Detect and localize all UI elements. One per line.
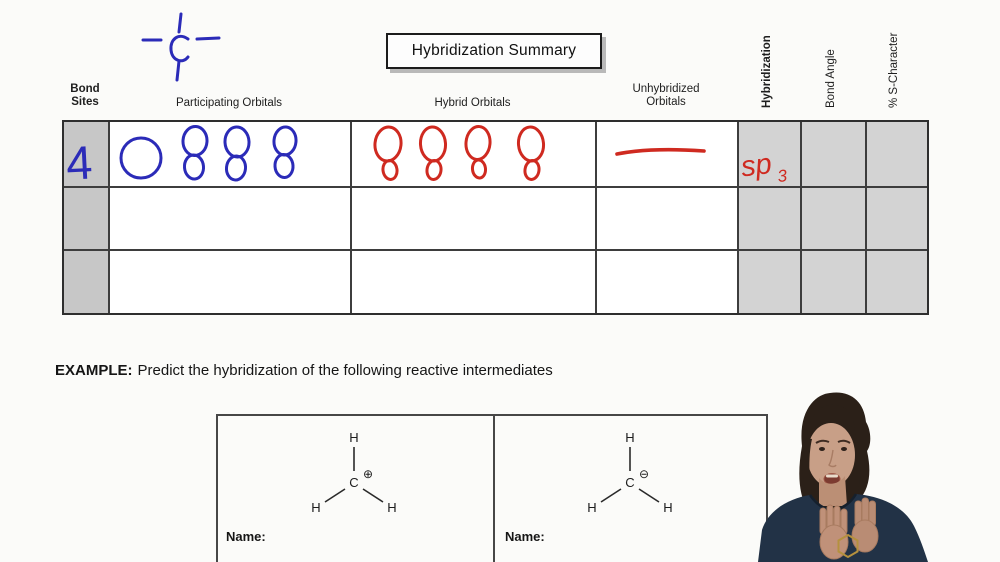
cell-r1-unhybridized <box>597 122 739 188</box>
instructor-eye-right <box>841 447 847 451</box>
atom-h-right: H <box>663 500 672 515</box>
bond-c-h-left <box>600 488 622 503</box>
instructor-hair-left-strand <box>802 438 816 509</box>
cell-r1-s-character <box>867 122 927 188</box>
summary-title: Hybridization Summary <box>411 42 577 59</box>
cell-r1-hybridization <box>739 122 802 188</box>
instructor-face <box>807 423 855 487</box>
hybridization-table <box>62 120 929 315</box>
example-text: Predict the hybridization of the followi… <box>137 362 553 379</box>
cell-r2-s-character <box>867 188 927 251</box>
instructor-hair-fringe <box>807 404 855 435</box>
instructor-brow-left <box>815 439 830 444</box>
header-unhybridized-orbitals: Unhybridized Orbitals <box>632 83 700 108</box>
header-s-character: % S-Character <box>888 32 900 108</box>
cell-r1-hybrid <box>352 122 597 188</box>
cell-r3-unhybridized <box>597 251 739 313</box>
cell-r2-participating <box>110 188 352 251</box>
example-label: EXAMPLE: <box>55 362 133 379</box>
bond-bottom-stroke <box>175 59 181 82</box>
cell-r3-s-character <box>867 251 927 313</box>
summary-title-box: Hybridization Summary <box>386 33 602 69</box>
cell-r3-hybridization <box>739 251 802 313</box>
header-hybridization: Hybridization <box>761 35 773 108</box>
instructor-brow-right <box>837 439 851 444</box>
instructor-hand-right <box>851 497 879 553</box>
cell-r2-bond-sites <box>64 188 110 251</box>
header-hybrid-orbitals: Hybrid Orbitals <box>434 97 511 109</box>
structure-box-cation: H C ⊕ H H <box>216 414 495 562</box>
atom-c-center: C <box>349 475 358 490</box>
carbon-letter-stroke <box>169 34 190 63</box>
plus-charge-icon: ⊕ <box>363 467 373 481</box>
instructor-photo <box>758 392 928 562</box>
instructor-hair-right-strand <box>855 434 865 497</box>
instructor-eye-left <box>819 447 825 451</box>
atom-h-left: H <box>311 500 320 515</box>
methyl-cation-structure: H C ⊕ H H <box>311 430 396 515</box>
atom-h-top: H <box>625 430 634 445</box>
cell-r1-participating <box>110 122 352 188</box>
instructor-teeth <box>826 474 838 478</box>
methyl-anion-structure: H C ⊖ H H <box>587 430 672 515</box>
bond-c-h-right <box>362 488 384 503</box>
cell-r3-participating <box>110 251 352 313</box>
structure-box-anion: H C ⊖ H H <box>495 414 768 562</box>
header-participating-orbitals: Participating Orbitals <box>175 97 283 109</box>
cell-r2-bond-angle <box>802 188 867 251</box>
name-field-label-anion: Name: <box>505 529 545 544</box>
cell-r1-bond-angle <box>802 122 867 188</box>
bond-c-h-right <box>638 488 660 503</box>
cell-r3-bond-sites <box>64 251 110 313</box>
cell-r3-hybrid <box>352 251 597 313</box>
cell-r2-unhybridized <box>597 188 739 251</box>
cell-r2-hybridization <box>739 188 802 251</box>
minus-charge-icon: ⊖ <box>639 467 649 481</box>
carbon-bond-sites-sketch <box>141 12 221 82</box>
bond-top-stroke <box>177 12 183 34</box>
cell-r1-bond-sites <box>64 122 110 188</box>
cell-r2-hybrid <box>352 188 597 251</box>
atom-c-center: C <box>625 475 634 490</box>
bond-c-h-left <box>324 488 346 503</box>
atom-h-left: H <box>587 500 596 515</box>
bond-right-stroke <box>195 36 221 41</box>
hexagon-logo-icon <box>837 533 859 559</box>
atom-h-top: H <box>349 430 358 445</box>
instructor-neck <box>819 476 847 506</box>
instructor-hand-left <box>819 504 849 560</box>
atom-h-right: H <box>387 500 396 515</box>
cell-r3-bond-angle <box>802 251 867 313</box>
header-bond-sites: Bond Sites <box>70 83 100 108</box>
name-field-label-cation: Name: <box>226 529 266 544</box>
instructor-nose <box>828 449 837 468</box>
header-bond-angle: Bond Angle <box>825 49 837 108</box>
example-prompt: EXAMPLE:Predict the hybridization of the… <box>55 362 553 379</box>
